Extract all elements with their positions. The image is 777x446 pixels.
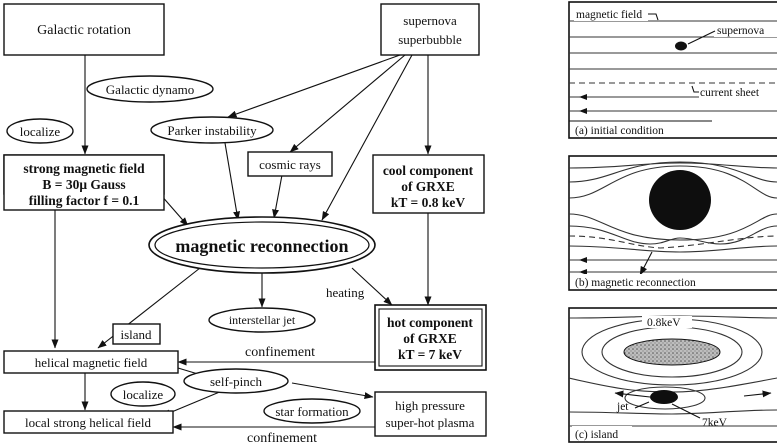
panel-a-current-sheet-label: current sheet <box>700 87 760 99</box>
panel-a-supernova-label: supernova <box>717 25 764 37</box>
node-high-pressure-plasma: high pressure super-hot plasma <box>374 391 487 437</box>
supernova-bubble <box>649 170 711 230</box>
node-galactic-dynamo: Galactic dynamo <box>86 75 214 103</box>
node-cosmic-rays: cosmic rays <box>247 151 333 177</box>
arrow-pinch-to-plasma <box>291 382 374 400</box>
field-strength-label: B = 30μ Gauss <box>42 177 125 192</box>
heating-label: heating <box>326 285 365 300</box>
galactic-rotation-label: Galactic rotation <box>37 23 131 38</box>
super-hot-plasma-label: super-hot plasma <box>386 415 475 430</box>
supernova-label: supernova <box>403 13 457 28</box>
node-galactic-rotation: Galactic rotation <box>3 3 165 56</box>
high-pressure-label: high pressure <box>395 398 465 413</box>
node-supernova-superbubble: supernova superbubble <box>380 3 480 56</box>
node-localize-top: localize <box>6 118 74 144</box>
node-star-formation: star formation <box>263 398 361 424</box>
confinement-bottom-label: confinement <box>247 431 317 446</box>
arrow-supernova-to-reconnection <box>321 54 413 221</box>
cool-grxe-label: of GRXE <box>401 179 455 194</box>
panel-c-jet-label: jet <box>616 401 629 413</box>
node-local-strong-helical-field: local strong helical field <box>3 410 174 434</box>
galactic-dynamo-label: Galactic dynamo <box>106 82 194 97</box>
node-parker-instability: Parker instability <box>150 116 274 144</box>
localize-bottom-label: localize <box>123 387 164 402</box>
self-pinch-label: self-pinch <box>210 374 262 389</box>
strong-field-label: strong magnetic field <box>23 161 145 176</box>
flowchart-connectors <box>51 54 432 431</box>
supernova-dot <box>675 41 687 51</box>
cool-temperature-label: kT = 0.8 keV <box>391 195 465 210</box>
panel-c-island: 0.8keV jet 7keV (c) island <box>568 307 777 443</box>
island-label: island <box>120 327 152 342</box>
node-strong-magnetic-field: strong magnetic field B = 30μ Gauss fill… <box>3 154 165 211</box>
localize-top-label: localize <box>20 124 61 139</box>
island-core <box>650 390 678 404</box>
panel-a-caption: (a) initial condition <box>575 125 664 137</box>
parker-instability-label: Parker instability <box>167 123 257 138</box>
node-island: island <box>112 323 161 345</box>
interstellar-jet-label: interstellar jet <box>229 313 296 327</box>
node-helical-magnetic-field: helical magnetic field <box>3 350 179 374</box>
panel-b-caption: (b) magnetic reconnection <box>575 277 696 289</box>
arrow-parker-to-reconnection <box>224 142 241 221</box>
cosmic-rays-label: cosmic rays <box>259 157 321 172</box>
confinement-top-label: confinement <box>245 345 315 360</box>
node-interstellar-jet: interstellar jet <box>208 307 316 333</box>
node-magnetic-reconnection: magnetic reconnection <box>148 216 376 274</box>
node-hot-component: hot component of GRXE kT = 7 keV <box>374 304 487 371</box>
helical-field-label: helical magnetic field <box>35 355 148 370</box>
node-localize-bottom: localize <box>110 381 176 407</box>
hot-grxe-label: of GRXE <box>403 331 457 346</box>
panel-a-magnetic-field-label: magnetic field <box>576 9 642 21</box>
local-helical-label: local strong helical field <box>25 415 151 430</box>
star-formation-label: star formation <box>275 404 349 419</box>
hot-temperature-label: kT = 7 keV <box>398 347 462 362</box>
arrow-supernova-to-parker <box>227 54 401 118</box>
arrow-reconnection-to-hot <box>351 267 393 306</box>
superbubble-label: superbubble <box>398 32 462 47</box>
hot-component-label: hot component <box>387 315 473 330</box>
panel-a-initial-condition: magnetic field supernova current sheet (… <box>568 1 777 139</box>
panel-c-08kev-label: 0.8keV <box>647 317 681 329</box>
panel-c-7kev-label: 7keV <box>702 417 728 429</box>
panel-c-caption: (c) island <box>575 429 618 441</box>
arrow-supernova-to-cosmic <box>289 54 406 153</box>
cool-component-label: cool component <box>383 163 474 178</box>
panel-b-magnetic-reconnection: (b) magnetic reconnection <box>568 155 777 291</box>
node-cool-component: cool component of GRXE kT = 0.8 keV <box>372 154 485 214</box>
filling-factor-label: filling factor f = 0.1 <box>29 193 140 208</box>
hot-plasma-region <box>623 338 721 366</box>
node-self-pinch: self-pinch <box>183 368 289 394</box>
arrow-cosmic-to-reconnection <box>272 174 283 219</box>
magnetic-reconnection-label: magnetic reconnection <box>175 236 348 256</box>
